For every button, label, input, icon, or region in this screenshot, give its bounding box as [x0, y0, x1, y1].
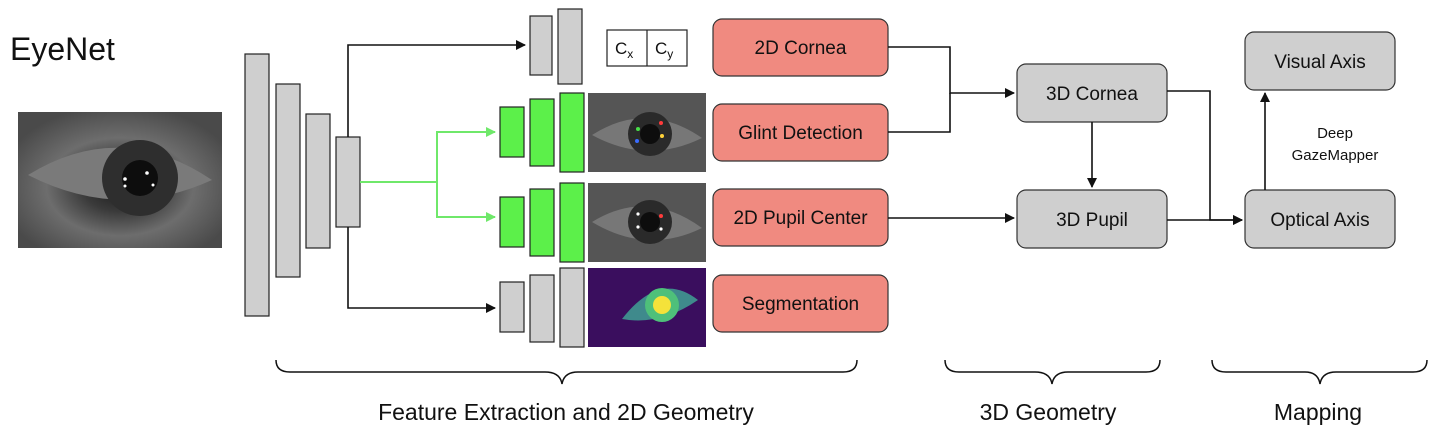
arrow-2dcornea-to-3dcornea [888, 46, 1015, 98]
glint-output-image [588, 93, 706, 172]
box-glint-detection: Glint Detection [712, 103, 889, 162]
branch-arrow-cornea [347, 40, 526, 137]
svg-text:Glint Detection: Glint Detection [738, 123, 863, 144]
head-segmentation [499, 267, 585, 348]
cornea-center-output: Cx Cy [606, 29, 688, 67]
encoder [244, 53, 361, 317]
svg-text:3D Pupil: 3D Pupil [1056, 210, 1128, 231]
mapper-label-line2: GazeMapper [1292, 147, 1379, 164]
svg-text:Optical Axis: Optical Axis [1270, 210, 1369, 231]
svg-text:3D Cornea: 3D Cornea [1046, 84, 1138, 105]
box-3d-pupil: 3D Pupil [1016, 189, 1168, 249]
branch-arrow-glint [360, 127, 496, 183]
head-cornea [529, 8, 583, 85]
svg-text:Visual Axis: Visual Axis [1274, 52, 1366, 73]
box-2d-pupil-center: 2D Pupil Center [712, 188, 889, 247]
head-glint [499, 92, 585, 173]
arrow-glint-to-3dcornea [888, 93, 951, 133]
svg-text:Segmentation: Segmentation [742, 294, 859, 315]
branch-arrow-pupil [436, 182, 496, 222]
encoder-layer-1 [244, 53, 270, 317]
stage-mapping-label: Mapping [1274, 399, 1362, 425]
brace-mapping [1211, 359, 1428, 385]
stage-feature-label: Feature Extraction and 2D Geometry [378, 399, 754, 425]
svg-text:2D Cornea: 2D Cornea [755, 38, 847, 59]
input-eye-image [18, 112, 222, 248]
cy-label: Cy [655, 39, 673, 61]
branch-arrow-segmentation [347, 227, 496, 313]
encoder-layer-4 [335, 136, 361, 228]
box-optical-axis: Optical Axis [1244, 189, 1396, 249]
brace-geometry [944, 359, 1161, 385]
pupil-output-image [588, 183, 706, 262]
diagram-title: EyeNet [10, 31, 115, 67]
cx-label: Cx [615, 39, 633, 61]
mapper-label-line1: Deep [1317, 125, 1353, 142]
box-2d-cornea: 2D Cornea [712, 18, 889, 77]
box-3d-cornea: 3D Cornea [1016, 63, 1168, 123]
svg-text:2D Pupil Center: 2D Pupil Center [733, 208, 868, 229]
encoder-layer-2 [275, 83, 301, 278]
box-segmentation: Segmentation [712, 274, 889, 333]
arrow-3dcornea-to-optical [1167, 90, 1243, 225]
stage-geometry-label: 3D Geometry [980, 399, 1117, 425]
head-pupil [499, 182, 585, 263]
segmentation-output-image [588, 268, 706, 347]
brace-feature [275, 359, 858, 385]
box-visual-axis: Visual Axis [1244, 31, 1396, 91]
encoder-layer-3 [305, 113, 331, 249]
